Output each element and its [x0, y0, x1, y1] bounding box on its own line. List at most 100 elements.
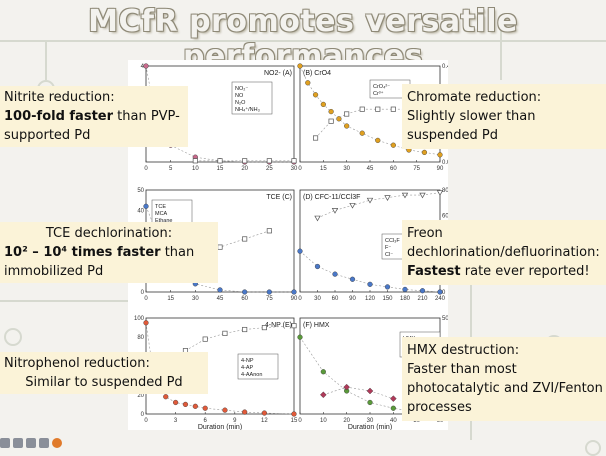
x-tick-label: 45	[217, 296, 224, 302]
data-point	[320, 369, 326, 375]
data-point	[313, 135, 319, 141]
data-point	[266, 158, 272, 164]
callout-freon-rest: rate ever reported!	[460, 264, 590, 279]
nc-icon	[26, 438, 36, 448]
callout-nitrophenol: Nitrophenol reduction: Similar to suspen…	[0, 352, 208, 394]
callout-nitrite-rest: than PVP-supported Pd	[4, 109, 180, 143]
x-tick-label: 15	[167, 296, 174, 302]
callout-hmx-text: Faster than most photocatalytic and ZVI/…	[407, 362, 603, 415]
panel-title: (F) HMX	[303, 322, 330, 329]
x-tick-label: 60	[390, 166, 397, 172]
legend-entry: MCA	[155, 211, 168, 217]
data-point	[375, 106, 381, 112]
data-point	[202, 405, 208, 411]
data-point	[366, 197, 374, 204]
data-point	[297, 248, 303, 254]
data-point	[242, 158, 248, 164]
data-point	[366, 387, 374, 395]
x-tick-label: 60	[332, 296, 339, 302]
data-point	[217, 158, 223, 164]
data-point	[390, 405, 396, 411]
x-tick-label: 210	[417, 296, 428, 302]
data-point	[328, 108, 334, 115]
decor-line	[45, 40, 47, 80]
data-point	[328, 118, 334, 124]
y-tick-label: 50	[137, 188, 144, 194]
callout-chromate-heading: Chromate reduction:	[407, 90, 542, 105]
x-tick-label: 90	[291, 296, 298, 302]
data-point	[222, 330, 228, 336]
panel-title: (D) CFC-11/CCl3F	[303, 194, 360, 201]
series-line	[185, 325, 295, 351]
data-point	[320, 101, 326, 108]
x-tick-label: 10	[192, 166, 199, 172]
x-tick-label: 0	[144, 166, 148, 172]
x-tick-label: 20	[241, 166, 248, 172]
x-tick-label: 5	[169, 166, 173, 172]
series-line	[299, 250, 441, 293]
data-point	[297, 334, 303, 340]
series-line	[317, 192, 441, 219]
x-tick-label: 15	[291, 418, 298, 424]
panel-title: 4-NP (E)	[265, 322, 292, 329]
data-point	[261, 410, 268, 416]
data-point	[192, 158, 198, 164]
legend-entry: 4-NP	[241, 358, 254, 364]
data-point	[314, 263, 321, 270]
x-tick-label: 0	[144, 296, 148, 302]
y-tick-label: 60	[442, 214, 448, 220]
data-point	[437, 152, 443, 158]
data-point	[401, 192, 409, 199]
data-point	[437, 289, 443, 295]
x-tick-label: 30	[314, 296, 321, 302]
callout-freon-bold: Fastest	[407, 264, 461, 279]
data-point	[163, 394, 169, 400]
data-point	[143, 320, 149, 326]
callout-nitrite-heading: Nitrite reduction:	[4, 90, 115, 105]
data-point	[192, 403, 198, 409]
data-point	[305, 80, 311, 86]
data-point	[291, 289, 297, 295]
callout-tce-heading: TCE dechlorination:	[45, 226, 173, 241]
legend-entry: N₂O	[235, 100, 246, 106]
data-point	[419, 192, 426, 199]
legend-entry: Ethane	[155, 218, 172, 224]
data-point	[331, 208, 339, 214]
data-point	[344, 123, 350, 129]
callout-chromate-text: Slightly slower than suspended Pd	[407, 109, 536, 143]
x-tick-label: 9	[233, 418, 237, 424]
data-point	[291, 158, 297, 164]
legend-box	[231, 81, 273, 115]
x-tick-label: 15	[217, 166, 224, 172]
data-point	[402, 286, 408, 293]
decor-line	[500, 30, 502, 80]
x-tick-label: 12	[261, 418, 268, 424]
callout-nitrite-bold: 100-fold faster	[4, 109, 114, 124]
x-tick-label: 40	[390, 418, 397, 424]
x-tick-label: 240	[435, 296, 446, 302]
decor-circle	[4, 328, 22, 346]
data-point	[202, 336, 208, 342]
callout-chromate: Chromate reduction: Slightly slower than…	[402, 84, 606, 149]
x-tick-label: 0	[298, 418, 302, 424]
callout-hmx: HMX destruction: Faster than most photoc…	[402, 337, 606, 421]
legend-entry: Cl⁻	[385, 252, 393, 258]
data-point	[291, 411, 297, 417]
legend-entry: F⁻	[385, 245, 391, 251]
legend-entry: NO	[235, 93, 244, 99]
panel-title: (B) CrO4	[303, 70, 331, 77]
data-point	[367, 399, 373, 406]
x-tick-label: 30	[192, 296, 199, 302]
by-icon	[13, 438, 23, 448]
x-tick-label: 150	[382, 296, 393, 302]
legend-entry: NH₄⁺/NH₃	[235, 106, 260, 113]
legend-entry: CrO₄²⁻	[373, 84, 390, 90]
y-tick-label: 100	[134, 316, 145, 322]
x-tick-label: 30	[291, 166, 298, 172]
x-tick-label: 45	[367, 166, 374, 172]
decor-circle	[585, 440, 601, 456]
y-tick-label: 80	[442, 188, 448, 194]
callout-tce: TCE dechlorination: 10² – 10⁴ times fast…	[0, 222, 218, 283]
cc-icon	[0, 438, 10, 448]
data-point	[384, 284, 391, 290]
